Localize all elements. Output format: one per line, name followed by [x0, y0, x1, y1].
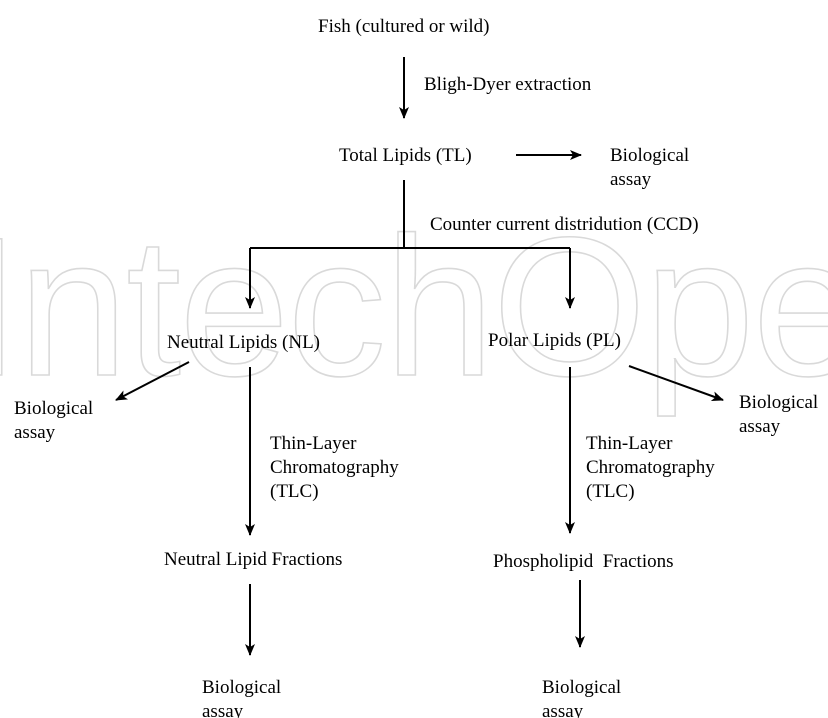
bioassay-pl-line-1: Biological: [739, 392, 819, 413]
label-counter-current-distribution: Counter current distridution (CCD): [430, 214, 699, 235]
tlc-nl-line-3: (TLC): [270, 481, 319, 502]
tlc-pl-line-1: Thin-Layer: [586, 433, 673, 454]
label-bligh-dyer-extraction: Bligh-Dyer extraction: [424, 74, 592, 95]
node-total-lipids: Total Lipids (TL): [339, 145, 472, 166]
bioassay-plf-line-2: assay: [542, 701, 584, 718]
node-bioassay-plf: Biological assay: [542, 676, 621, 718]
label-tlc-nl: Thin-Layer Chromatography (TLC): [270, 432, 399, 504]
bioassay-plf-line-1: Biological: [542, 677, 622, 698]
node-bioassay-nl: Biological assay: [14, 397, 93, 445]
node-phospholipid-fractions: Phospholipid Fractions: [493, 551, 674, 572]
bioassay-tl-line-1: Biological: [610, 145, 690, 166]
bioassay-nlf-line-1: Biological: [202, 677, 282, 698]
bioassay-nlf-line-2: assay: [202, 701, 244, 718]
arrow-nl-to-bioassay: [115, 361, 190, 401]
node-neutral-lipid-fractions: Neutral Lipid Fractions: [164, 549, 343, 570]
label-tlc-pl: Thin-Layer Chromatography (TLC): [586, 432, 715, 504]
bioassay-nl-line-2: assay: [14, 422, 56, 443]
node-bioassay-nlf: Biological assay: [202, 676, 281, 718]
watermark-text: IntechOpen: [0, 196, 828, 417]
node-bioassay-tl: Biological assay: [610, 144, 689, 192]
arrow-pl-to-bioassay: [628, 365, 724, 401]
node-neutral-lipids: Neutral Lipids (NL): [167, 332, 321, 353]
node-polar-lipids: Polar Lipids (PL): [488, 330, 621, 351]
node-fish: Fish (cultured or wild): [318, 16, 490, 37]
tlc-nl-line-1: Thin-Layer: [270, 433, 357, 454]
node-bioassay-pl: Biological assay: [739, 391, 818, 439]
tlc-pl-line-2: Chromatography: [586, 457, 715, 478]
bioassay-pl-line-2: assay: [739, 416, 781, 437]
tlc-pl-line-3: (TLC): [586, 481, 635, 502]
bioassay-nl-line-1: Biological: [14, 398, 94, 419]
tlc-nl-line-2: Chromatography: [270, 457, 399, 478]
bioassay-tl-line-2: assay: [610, 169, 652, 190]
